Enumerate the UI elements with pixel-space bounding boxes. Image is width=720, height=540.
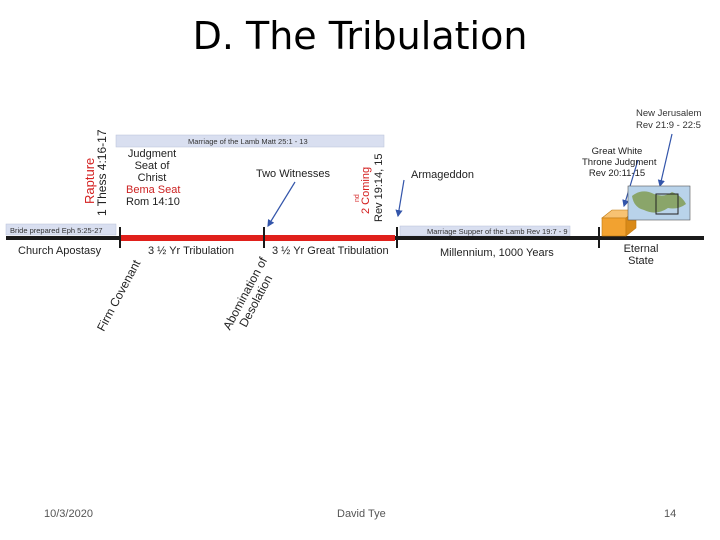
marriage-label: Marriage of the Lamb Matt 25:1 - 13 xyxy=(188,137,308,146)
millennium-label: Millennium, 1000 Years xyxy=(440,247,554,259)
bema-seat-label: Bema Seat xyxy=(126,184,181,196)
footer-page-number: 14 xyxy=(664,508,677,520)
second-coming-label: 2 Coming xyxy=(360,166,372,214)
globe-icon xyxy=(627,185,691,221)
footer-date: 10/3/2020 xyxy=(44,508,93,520)
judgment-seat-label: Judgment Seat of Christ Bema Seat Rom 14… xyxy=(126,148,181,208)
first-tribulation-label: 3 ½ Yr Tribulation xyxy=(148,245,235,257)
supper-label: Marriage Supper of the Lamb Rev 19:7 - 9 xyxy=(427,227,568,236)
arrow-icon xyxy=(395,179,405,218)
church-apostasy-label: Church Apostasy xyxy=(18,245,102,257)
armageddon-label: Armageddon xyxy=(411,169,474,181)
white-throne-label: Great White Throne Judgment Rev 20:11-15 xyxy=(582,146,657,179)
footer-author: David Tye xyxy=(337,508,386,520)
two-witnesses-label: Two Witnesses xyxy=(256,168,330,180)
arrow-icon xyxy=(267,181,296,228)
bride-label: Bride prepared Eph 5:25-27 xyxy=(10,226,103,235)
eternal-state-label: Eternal State xyxy=(623,243,659,267)
slide-title: D. The Tribulation xyxy=(192,14,528,58)
rapture-ref: 1 Thess 4:16-17 xyxy=(95,129,109,216)
marriage-bar xyxy=(115,134,385,148)
great-tribulation-label: 3 ½ Yr Great Tribulation xyxy=(272,245,389,257)
bride-bar xyxy=(5,223,117,236)
tribulation-bar xyxy=(120,235,395,241)
bema-ref: Rom 14:10 xyxy=(126,196,180,208)
arrow-icon xyxy=(657,133,673,188)
second-coming-ref: Rev 19:14, 15 xyxy=(373,153,385,223)
arrow-icon xyxy=(622,159,639,208)
second-coming-superscript: nd xyxy=(354,194,361,202)
new-jerusalem-label: New Jerusalem Rev 21:9 - 22:5 xyxy=(636,108,702,131)
